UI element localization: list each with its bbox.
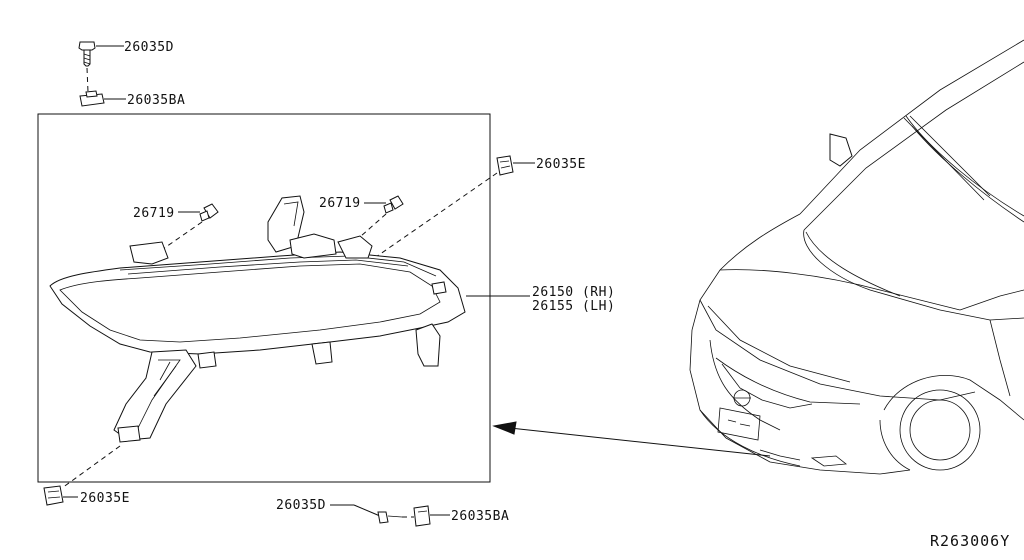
label-26035ba-top: 26035BA — [127, 93, 185, 108]
vehicle-front-view — [689, 39, 1024, 475]
fog-lamp-housing — [49, 195, 466, 443]
label-26719-left: 26719 — [133, 206, 175, 221]
screw-26719-left — [199, 203, 219, 222]
clip-26035e-bottom-left — [43, 485, 64, 506]
label-26155-lh: 26155 (LH) — [532, 299, 615, 314]
label-26035d-bottom: 26035D — [276, 498, 326, 513]
label-26035e-right: 26035E — [536, 157, 586, 172]
assembly-frame — [37, 113, 491, 483]
label-26035e-bottom: 26035E — [80, 491, 130, 506]
location-arrow — [492, 421, 771, 457]
bolt-26035d-bottom — [377, 511, 403, 524]
clip-26035e-right — [496, 155, 514, 176]
clip-26035ba-bottom — [413, 505, 431, 527]
label-26035ba-bottom: 26035BA — [451, 509, 509, 524]
screw-26719-right — [383, 195, 404, 214]
bolt-26035d-top — [78, 41, 96, 67]
clip-26035ba-top — [79, 90, 105, 107]
label-26719-right: 26719 — [319, 196, 361, 211]
label-26035d-top: 26035D — [124, 40, 174, 55]
reference-code: R263006Y — [930, 532, 1010, 550]
label-26150-rh: 26150 (RH) — [532, 285, 615, 300]
